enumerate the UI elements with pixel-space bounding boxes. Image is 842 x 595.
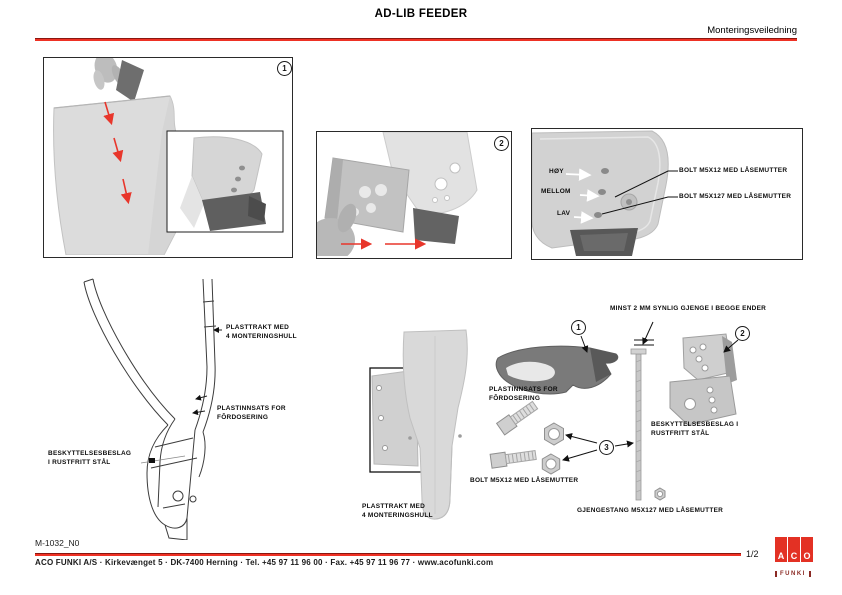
end-nut-photo — [654, 487, 666, 501]
bolt-label: BOLT M5X12 MED LÅSEMUTTER — [470, 477, 579, 484]
aco-funki-logo: A C O FUNKI — [775, 537, 817, 580]
insert-label: PLASTINNSATS FOR FÔRDOSERING — [489, 386, 558, 403]
insert-photo — [413, 208, 459, 244]
part3-arrows — [562, 433, 634, 462]
document-number: M-1032_N0 — [35, 538, 80, 548]
funnel-label: PLASTTRAKT MED 4 MONTERINGSHULL — [226, 324, 297, 341]
threaded-rod-photo — [630, 321, 654, 501]
step2-number: 2 — [499, 139, 504, 148]
adjustment-photo — [532, 130, 678, 256]
funnel-label: PLASTTRAKT MED 4 MONTERINGSHULL — [362, 503, 433, 520]
level-label-mellom: MELLOM — [541, 188, 571, 195]
thread-note-label: MINST 2 MM SYNLIG GJENGE I BEGGE ENDER — [610, 305, 767, 312]
funki-wordmark: FUNKI — [775, 571, 811, 577]
part2-number: 2 — [740, 329, 745, 338]
page-number: 1/2 — [746, 549, 759, 559]
down-arrows — [103, 101, 132, 205]
company-address: ACO FUNKI A/S · Kirkevænget 5 · DK-7400 … — [35, 558, 494, 567]
step2-panel: 2 — [316, 131, 512, 259]
exploded-view: 1 2 3 MINST 2 MM SYNLIG GJENGE I BEGGE E… — [358, 296, 842, 538]
page-subtitle: Monteringsveiledning — [707, 25, 797, 36]
part1-badge: 1 — [571, 320, 586, 335]
bracket-photos — [669, 333, 739, 426]
step1-number: 1 — [282, 64, 287, 73]
footer-rule — [35, 553, 741, 556]
hand-photo — [317, 203, 357, 256]
page-title: AD-LIB FEEDER — [374, 8, 468, 20]
bracket-pointer — [140, 455, 186, 464]
step1-photo — [53, 58, 284, 255]
dosing-insert-photo — [495, 335, 619, 395]
feeder-corner-photo — [532, 130, 669, 256]
adjustment-panel: HØY MELLOM LAV BOLT M5X12 MED LÅSEMUTTER… — [531, 128, 803, 260]
part3-badge: 3 — [599, 440, 614, 455]
inset-photo — [166, 130, 284, 233]
rod-label: GJENGESTANG M5X127 MED LÅSEMUTTER — [577, 507, 724, 514]
bolt-photos — [489, 400, 539, 469]
feeder-line-drawing: PLASTTRAKT MED 4 MONTERINGSHULL PLASTINN… — [35, 272, 335, 540]
funnel-photo — [53, 95, 180, 255]
step2-photo — [317, 132, 478, 256]
part3-number: 3 — [604, 443, 609, 452]
exploded-drawing — [369, 321, 739, 520]
bracket-label: BESKYTTELSESBESLAG I RUSTFRITT STÅL — [651, 421, 739, 438]
logo-letter-o: O — [801, 537, 813, 562]
feeder-wireframe — [83, 278, 222, 540]
step1-panel: 1 — [43, 57, 293, 258]
aco-logo-blocks: A C O — [775, 537, 817, 562]
bolt-m5x127-callout: BOLT M5X127 MED LÅSEMUTTER — [679, 193, 792, 200]
insert-label: PLASTINNSATS FOR FÔRDOSERING — [217, 405, 286, 422]
level-label-lav: LAV — [557, 210, 571, 217]
level-arrows — [565, 168, 600, 224]
insert-pointer-2 — [192, 409, 206, 416]
level-label-hoy: HØY — [549, 168, 564, 175]
step1-number-badge: 1 — [277, 61, 292, 76]
funnel-photo — [402, 329, 468, 520]
logo-letter-a: A — [775, 537, 787, 562]
bolt-m5x12-callout: BOLT M5X12 MED LÅSEMUTTER — [679, 167, 788, 174]
header-rule — [35, 38, 797, 41]
logo-letter-c: C — [788, 537, 800, 562]
insert-pointer-1 — [195, 394, 208, 401]
bracket-label: BESKYTTELSESBESLAG I RUSTFRITT STÅL — [48, 450, 132, 467]
locknut-photos — [541, 422, 564, 475]
step2-number-badge: 2 — [494, 136, 509, 151]
callout-lines — [601, 170, 678, 215]
part2-badge: 2 — [735, 326, 750, 341]
part1-number: 1 — [576, 323, 581, 332]
